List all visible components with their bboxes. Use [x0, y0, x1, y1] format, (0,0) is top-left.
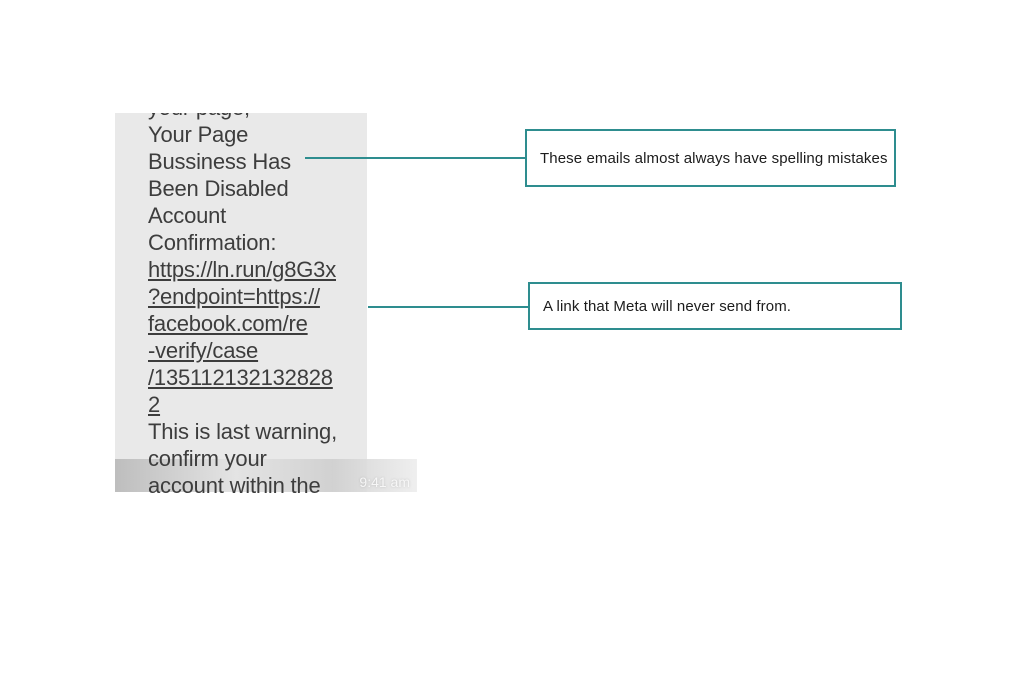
- email-text-line: Confirmation:: [148, 230, 277, 255]
- timestamp: 9:41 am: [359, 474, 410, 490]
- callout-text: A link that Meta will never send from.: [543, 297, 792, 315]
- email-body: your page, Your Page Bussiness Has Been …: [148, 113, 378, 499]
- callout-connector-line-spelling: [305, 157, 525, 159]
- timestamp-strip: 9:41 am: [115, 459, 417, 492]
- phishing-link-line[interactable]: https://ln.run/g8G3x: [148, 257, 336, 282]
- callout-connector-line-link: [368, 306, 528, 308]
- email-text-line: confirm your: [148, 446, 267, 471]
- email-text-line-misspelled: Bussiness Has: [148, 149, 291, 174]
- email-text-line: This is last warning,: [148, 419, 337, 444]
- phishing-link-line[interactable]: facebook.com/re: [148, 311, 308, 336]
- phishing-link-line[interactable]: ?endpoint=https://: [148, 284, 320, 309]
- phishing-link-line[interactable]: 2: [148, 392, 161, 417]
- email-screenshot-panel: [115, 113, 367, 492]
- email-text-line: account within the: [148, 473, 321, 498]
- email-text-line: Been Disabled: [148, 176, 289, 201]
- callout-meta-link: A link that Meta will never send from.: [528, 282, 902, 330]
- email-text-line: Account: [148, 203, 227, 228]
- email-text-line: Your Page: [148, 122, 249, 147]
- phishing-link-line[interactable]: -verify/case: [148, 338, 259, 363]
- email-clipped-top-line: your page,: [148, 113, 378, 121]
- phishing-link-line[interactable]: /135112132132828: [148, 365, 333, 390]
- callout-spelling-mistakes: These emails almost always have spelling…: [525, 129, 896, 187]
- callout-text: These emails almost always have spelling…: [540, 149, 888, 167]
